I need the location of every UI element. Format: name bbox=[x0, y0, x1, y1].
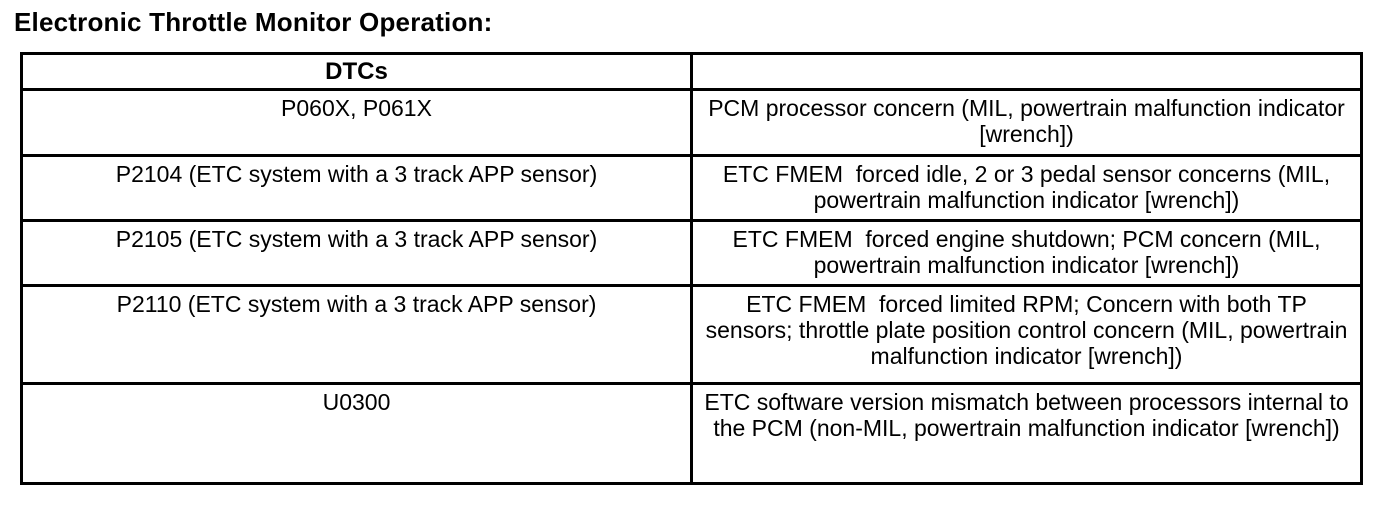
dtc-cell: P060X, P061X bbox=[20, 88, 693, 157]
description-cell: ETC software version mismatch between pr… bbox=[690, 382, 1363, 485]
dtc-cell: U0300 bbox=[20, 382, 693, 485]
dtc-column-header: DTCs bbox=[20, 52, 693, 91]
page-title: Electronic Throttle Monitor Operation: bbox=[14, 7, 493, 37]
description-column-header bbox=[690, 52, 1363, 91]
dtc-cell: P2110 (ETC system with a 3 track APP sen… bbox=[20, 284, 693, 385]
table-row: P2105 (ETC system with a 3 track APP sen… bbox=[20, 219, 1363, 287]
dtc-table: DTCs P060X, P061X PCM processor concern … bbox=[20, 52, 1363, 485]
table-row: P2110 (ETC system with a 3 track APP sen… bbox=[20, 284, 1363, 385]
description-cell: ETC FMEM forced idle, 2 or 3 pedal senso… bbox=[690, 154, 1363, 222]
dtc-cell: P2104 (ETC system with a 3 track APP sen… bbox=[20, 154, 693, 222]
description-cell: ETC FMEM forced engine shutdown; PCM con… bbox=[690, 219, 1363, 287]
table-header-row: DTCs bbox=[20, 52, 1363, 91]
table-row: U0300 ETC software version mismatch betw… bbox=[20, 382, 1363, 485]
description-cell: PCM processor concern (MIL, powertrain m… bbox=[690, 88, 1363, 157]
table-row: P060X, P061X PCM processor concern (MIL,… bbox=[20, 88, 1363, 157]
description-cell: ETC FMEM forced limited RPM; Concern wit… bbox=[690, 284, 1363, 385]
table-row: P2104 (ETC system with a 3 track APP sen… bbox=[20, 154, 1363, 222]
dtc-cell: P2105 (ETC system with a 3 track APP sen… bbox=[20, 219, 693, 287]
